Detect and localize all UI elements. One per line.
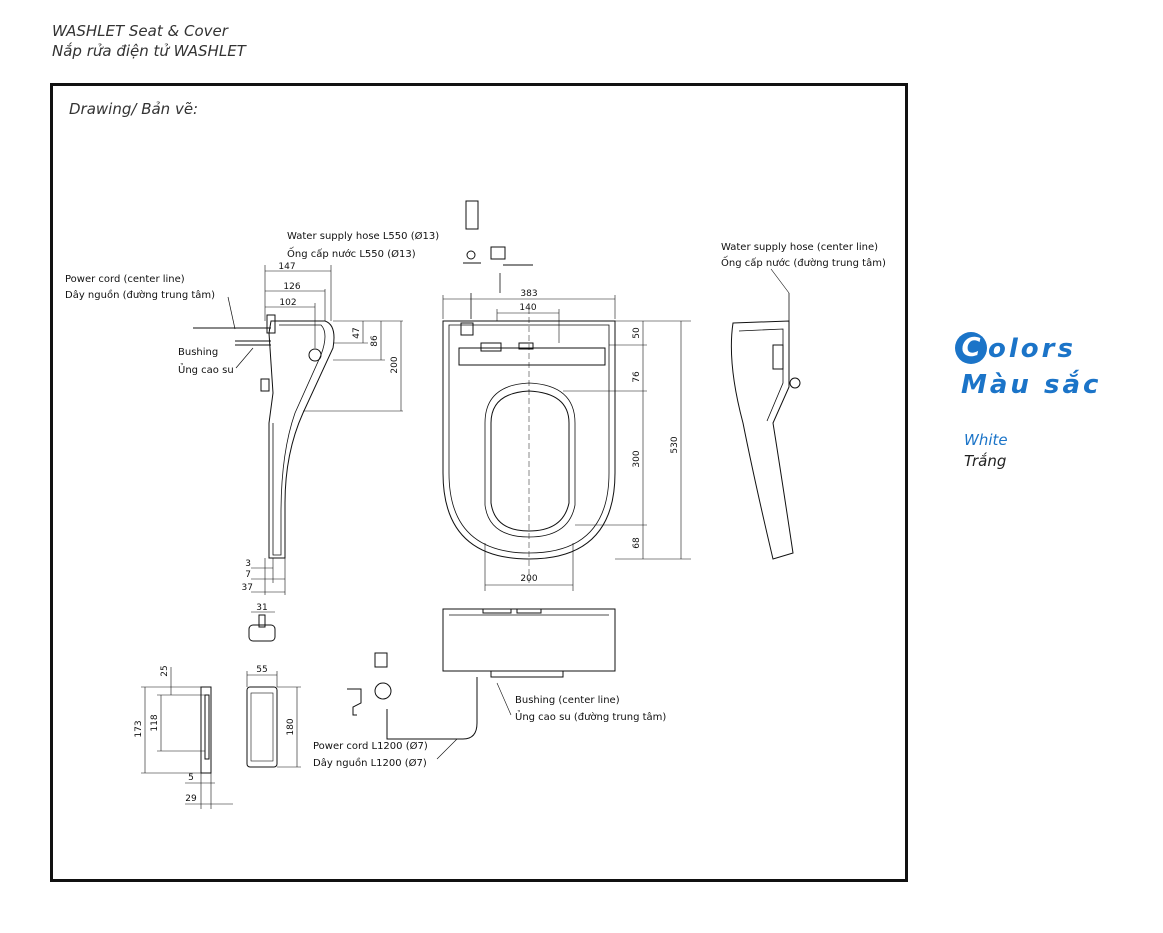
label-bushing-center-vi: Ủng cao su (đường trung tâm) bbox=[515, 709, 666, 723]
color-option-vi: Trắng bbox=[964, 452, 1007, 470]
colors-heading-vi: Màu sắc bbox=[961, 370, 1102, 400]
dim-50: 50 bbox=[632, 327, 642, 339]
dim-200-horizontal: 200 bbox=[520, 574, 537, 584]
dim-200-vertical: 200 bbox=[390, 356, 400, 373]
label-hose-center-vi: Ống cấp nước (đường trung tâm) bbox=[721, 255, 886, 269]
label-power-center-vi: Dây nguồn (đường trung tâm) bbox=[65, 289, 215, 301]
dim-118: 118 bbox=[150, 714, 160, 731]
drawing-frame: Drawing/ Bản vẽ: bbox=[50, 83, 908, 882]
dim-29: 29 bbox=[185, 794, 197, 804]
label-bushing-center-en: Bushing (center line) bbox=[515, 695, 620, 706]
dim-86: 86 bbox=[370, 335, 380, 347]
drawing-label: Drawing/ Bản vẽ: bbox=[69, 100, 199, 118]
product-title-vi: Nắp rửa điện tử WASHLET bbox=[52, 42, 246, 60]
label-hose-center-en: Water supply hose (center line) bbox=[721, 242, 878, 253]
dim-25: 25 bbox=[160, 665, 170, 676]
dim-37: 37 bbox=[242, 583, 253, 593]
dim-3: 3 bbox=[245, 559, 251, 569]
dim-383: 383 bbox=[520, 289, 537, 299]
label-water-hose-en: Water supply hose L550 (Ø13) bbox=[287, 230, 439, 242]
colors-initial-badge: C bbox=[955, 332, 987, 364]
dim-173: 173 bbox=[134, 720, 144, 737]
dim-47: 47 bbox=[352, 327, 362, 338]
dim-7: 7 bbox=[245, 570, 251, 580]
front-view-bottom bbox=[347, 608, 616, 760]
technical-drawing: Water supply hose L550 (Ø13) Ống cấp nướ… bbox=[65, 200, 886, 809]
dim-31: 31 bbox=[256, 603, 267, 613]
side-view-left bbox=[193, 265, 403, 642]
label-power-cord-en: Power cord L1200 (Ø7) bbox=[313, 740, 428, 752]
dim-140: 140 bbox=[519, 303, 536, 313]
dim-530: 530 bbox=[670, 436, 680, 453]
side-view-right bbox=[730, 268, 801, 560]
remote-bracket bbox=[141, 667, 301, 809]
dim-55: 55 bbox=[256, 665, 267, 675]
dim-126: 126 bbox=[283, 282, 300, 292]
label-bushing-en: Bushing bbox=[178, 347, 218, 358]
product-title: WASHLET Seat & Cover bbox=[52, 22, 228, 40]
dim-300: 300 bbox=[632, 450, 642, 467]
dim-68: 68 bbox=[632, 537, 642, 549]
label-bushing-vi: Ủng cao su bbox=[178, 362, 234, 376]
dim-76: 76 bbox=[632, 371, 642, 383]
label-power-cord-vi: Dây nguồn L1200 (Ø7) bbox=[313, 757, 427, 769]
color-option-en: White bbox=[964, 431, 1008, 449]
dim-102: 102 bbox=[279, 298, 296, 308]
label-water-hose-vi: Ống cấp nước L550 (Ø13) bbox=[287, 246, 416, 260]
dim-180: 180 bbox=[286, 718, 296, 735]
top-view-seat bbox=[442, 200, 691, 591]
colors-heading-rest: olors bbox=[988, 334, 1076, 364]
dim-5: 5 bbox=[188, 773, 194, 783]
dim-147: 147 bbox=[278, 262, 295, 272]
label-power-center-en: Power cord (center line) bbox=[65, 274, 185, 285]
